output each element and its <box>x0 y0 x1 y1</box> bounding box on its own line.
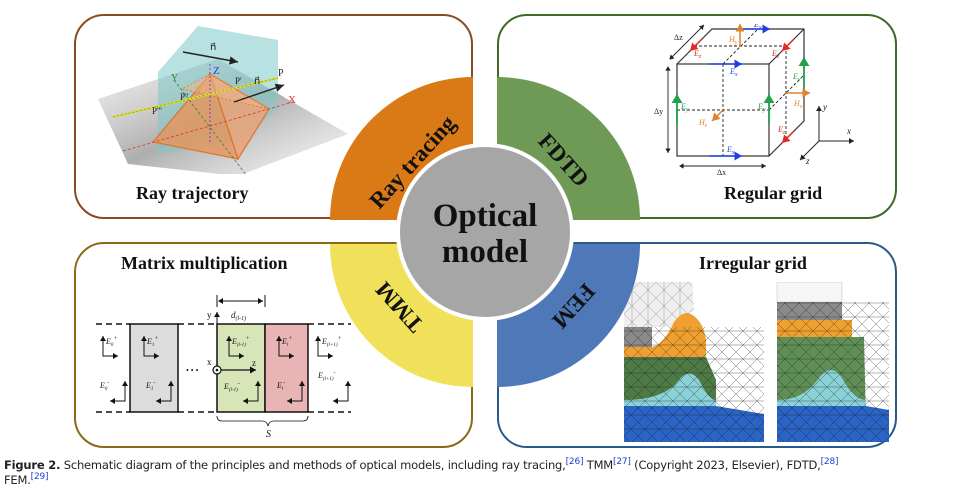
field-arrows <box>100 336 351 404</box>
label-e0-minus: E0- <box>99 380 109 392</box>
matrix-multiplication-panel: Matrix multiplication d(l-1) y x z • • • <box>74 242 473 448</box>
normal-vector-right <box>233 83 285 103</box>
citation-29[interactable]: [29] <box>30 472 49 483</box>
label-axis-z: z <box>805 156 810 166</box>
label-ez-bottom: Ez <box>777 125 786 136</box>
label-dy: Δy <box>654 107 663 116</box>
layer-1 <box>129 323 179 413</box>
citation-27[interactable]: [27] <box>613 457 631 468</box>
regular-grid-title: Regular grid <box>724 183 823 203</box>
citation-28[interactable]: [28] <box>820 457 839 468</box>
label-n-top: n⃗ <box>210 42 216 53</box>
label-s: S <box>266 429 271 440</box>
label-e0-plus: E0+ <box>105 336 117 348</box>
figure-caption: Figure 2. Schematic diagram of the princ… <box>4 458 959 488</box>
fem-mesh-left <box>624 282 764 442</box>
light-ray-dash <box>112 77 279 118</box>
citation-26[interactable]: [26] <box>565 457 584 468</box>
dz-dimension <box>669 24 705 60</box>
label-hz: Hz <box>698 118 708 129</box>
hz-arrow <box>711 109 724 122</box>
label-ex-top: Ex <box>753 24 762 31</box>
label-v: v⃗ <box>196 84 202 94</box>
ray-trajectory-panel: n⃗ n⃗ Z Y X P P' P'' P''' v⃗ Ray traject… <box>74 14 473 219</box>
label-ey-back-right: Ey <box>792 72 801 83</box>
ray-trajectory-title: Ray trajectory <box>136 183 249 203</box>
label-z: Z <box>213 65 220 77</box>
layer-l <box>264 323 309 413</box>
fem-mesh-right <box>776 282 889 442</box>
label-p-double-prime: P'' <box>180 92 189 102</box>
tmm-layer-illustration: d(l-1) y x z • • • S E0+ E0- <box>96 295 351 440</box>
axis-z <box>799 140 820 161</box>
label-y: Y <box>171 73 178 84</box>
label-p-prime: P' <box>235 76 242 86</box>
label-ez-right: Ez <box>771 49 780 60</box>
label-d: d(l-1) <box>231 310 246 322</box>
ray-trajectory-illustration: n⃗ n⃗ Z Y X P P' P'' P''' v⃗ <box>98 26 348 174</box>
label-dz: Δz <box>674 33 683 42</box>
irregular-grid-title: Irregular grid <box>699 253 807 273</box>
label-e-l-plus-1-minus: E(l+1)- <box>317 370 335 382</box>
ez-arrow-right <box>781 38 795 52</box>
label-x: X <box>288 94 296 106</box>
yee-cell-illustration: Ex Ex Ex Ez Ez Ez Ey Ey Ey Hy Hx Hz Δx Δ… <box>654 24 854 176</box>
fem-mesh-illustration <box>624 282 889 442</box>
label-p-triple-prime: P''' <box>152 106 162 116</box>
normal-vector-top <box>182 51 239 65</box>
figure-label: Figure 2. <box>4 458 61 472</box>
label-p: P <box>278 68 284 79</box>
label-axis-y: y <box>822 102 827 112</box>
s-brace <box>216 415 309 427</box>
label-e-l-minus-1-minus: E(l-1)- <box>223 381 240 393</box>
label-axis-z: z <box>252 358 256 368</box>
label-ez-left: Ez <box>693 49 702 60</box>
label-hx: Hx <box>793 99 803 110</box>
layer-l-minus-1 <box>216 323 266 413</box>
matrix-multiplication-title: Matrix multiplication <box>121 253 288 273</box>
x-axis <box>122 101 294 152</box>
label-ex-bottom: Ex <box>726 145 735 156</box>
label-dx: Δx <box>717 168 726 176</box>
caption-text-2: TMM <box>583 458 614 472</box>
label-axis-x: x <box>207 357 212 367</box>
label-e1-minus: E1- <box>145 380 155 392</box>
label-axis-x: x <box>846 126 851 136</box>
caption-text-3: (Copyright 2023, Elsevier), FDTD, <box>630 458 821 472</box>
label-axis-y: y <box>207 310 212 320</box>
label-ey-front-right: Ey <box>757 102 766 113</box>
pyramid-back <box>180 73 270 110</box>
label-n-right: n⃗ <box>254 76 260 87</box>
y-axis <box>173 79 246 174</box>
label-e-l-plus: El+ <box>281 336 292 348</box>
ez-arrow-bottom <box>781 130 795 144</box>
label-e-l-minus-1-plus: E(l-1)+ <box>231 336 250 348</box>
label-hy: Hy <box>728 35 738 46</box>
label-ey-left: Ey <box>680 102 689 113</box>
label-e1-plus: E1+ <box>146 336 158 348</box>
label-ex-mid: Ex <box>729 67 738 78</box>
irregular-grid-panel: Irregular grid <box>497 242 897 448</box>
ellipsis: • • • <box>186 366 199 375</box>
caption-text-1: Schematic diagram of the principles and … <box>60 458 566 472</box>
caption-text-4: FEM. <box>4 473 31 487</box>
axis-x-dot <box>215 368 219 372</box>
label-e-l-minus: El- <box>276 380 285 392</box>
label-e-l-plus-1-plus: E(l+1)+ <box>321 336 342 348</box>
regular-grid-panel: Ex Ex Ex Ez Ez Ez Ey Ey Ey Hy Hx Hz Δx Δ… <box>497 14 897 219</box>
